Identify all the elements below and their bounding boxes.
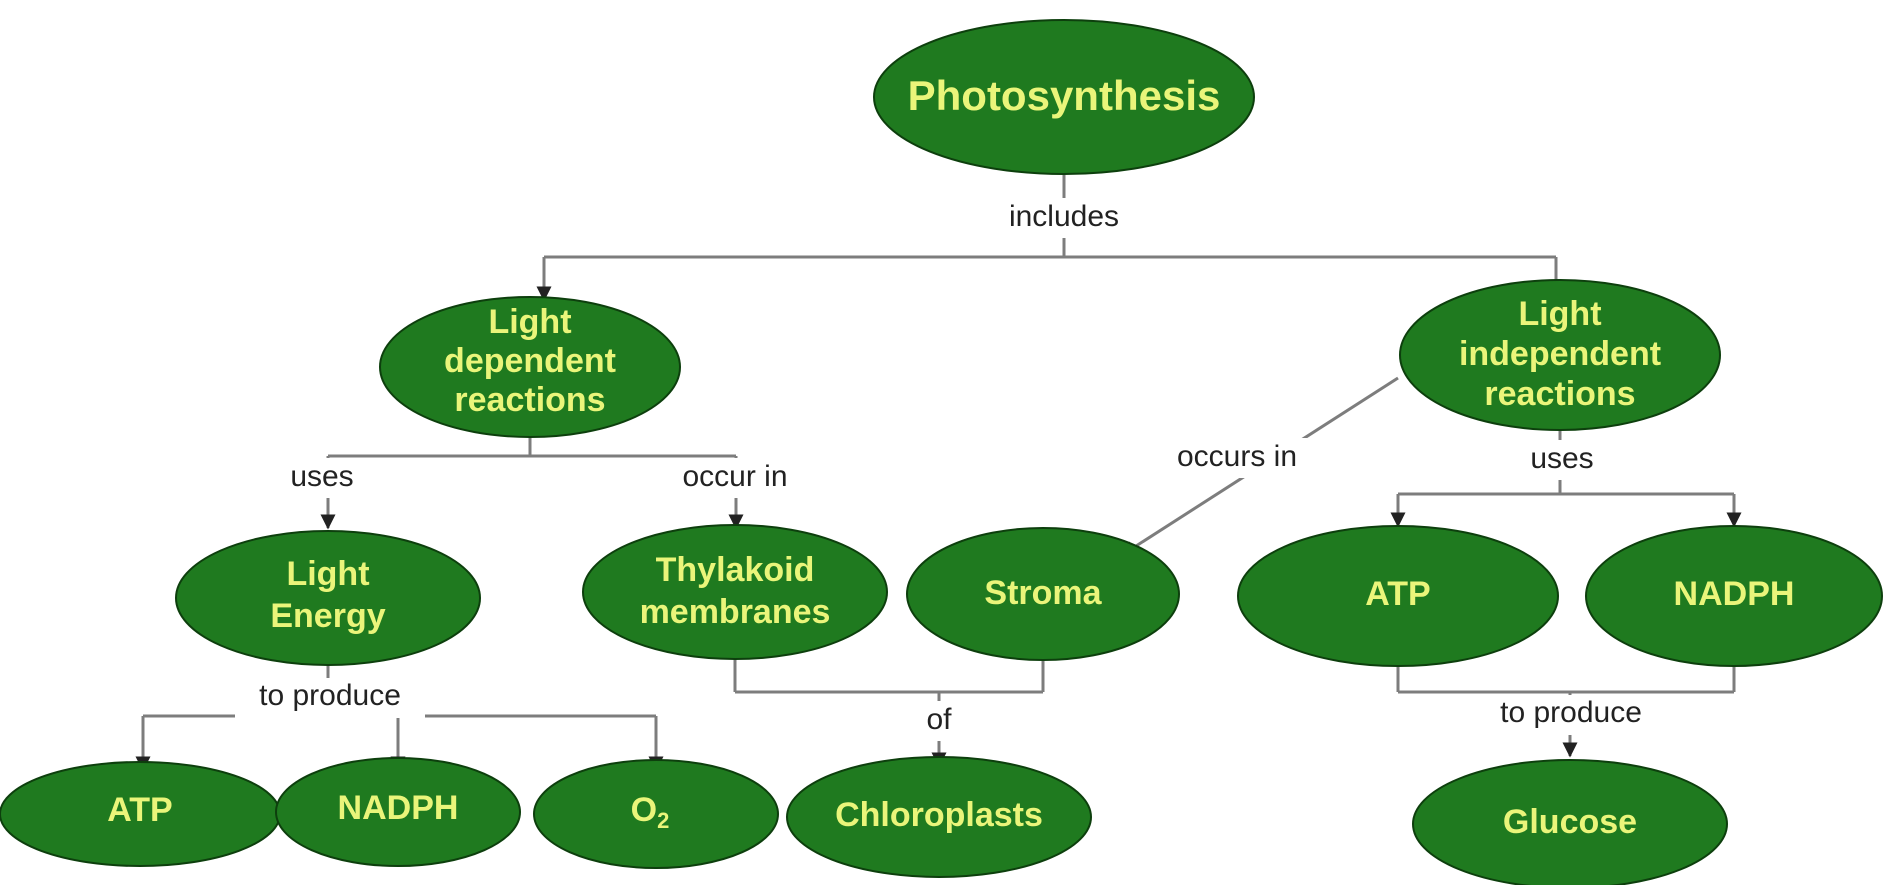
node-nadph-left: NADPH [275,757,521,867]
node-atp-left-label: ATP [107,791,172,829]
node-photosynthesis: Photosynthesis [873,19,1255,175]
node-light-independent-reactions: Light independent reactions [1399,279,1721,431]
link-occur-in: occur in [682,460,787,493]
node-light-dependent-reactions: Light dependent reactions [379,296,681,438]
node-o2-subscript: 2 [657,808,669,833]
node-light-energy-line-1: Light [286,555,369,593]
node-chloroplasts-label: Chloroplasts [835,796,1043,834]
node-light-energy-line-2: Energy [270,597,385,635]
node-thylakoid-line-2: membranes [640,593,831,631]
node-light-dependent-line-3: reactions [454,381,605,419]
node-light-dependent-line-1: Light [488,303,571,341]
node-atp-left: ATP [0,761,281,867]
link-uses-left: uses [290,460,353,493]
node-chloroplasts: Chloroplasts [786,756,1092,878]
node-o2-base: O [631,791,657,829]
node-atp-right: ATP [1237,525,1559,667]
node-stroma-label: Stroma [984,574,1102,612]
link-includes: includes [1009,200,1119,233]
link-to-produce-right: to produce [1500,696,1642,729]
link-of: of [926,703,952,736]
node-nadph-right: NADPH [1585,525,1883,667]
link-occurs-in: occurs in [1177,440,1297,473]
link-labels: includes uses occur in occurs in uses to… [235,198,1669,741]
node-light-independent-line-2: independent [1459,335,1661,373]
node-o2: O2 [533,759,779,869]
node-o2-label: O2 [631,791,670,833]
node-light-independent-line-1: Light [1518,295,1601,333]
node-stroma: Stroma [906,527,1180,661]
node-photosynthesis-label: Photosynthesis [908,72,1221,119]
node-atp-right-label: ATP [1365,575,1430,613]
node-light-independent-line-3: reactions [1484,375,1635,413]
link-uses-right: uses [1530,442,1593,475]
node-nadph-left-label: NADPH [338,789,459,827]
node-thylakoid-membranes: Thylakoid membranes [582,524,888,660]
node-thylakoid-line-1: Thylakoid [656,551,815,589]
node-light-dependent-line-2: dependent [444,342,616,380]
link-to-produce-left: to produce [259,679,401,712]
node-light-energy: Light Energy [175,530,481,666]
node-glucose: Glucose [1412,759,1728,885]
node-nadph-right-label: NADPH [1674,575,1795,613]
node-glucose-label: Glucose [1503,803,1637,841]
